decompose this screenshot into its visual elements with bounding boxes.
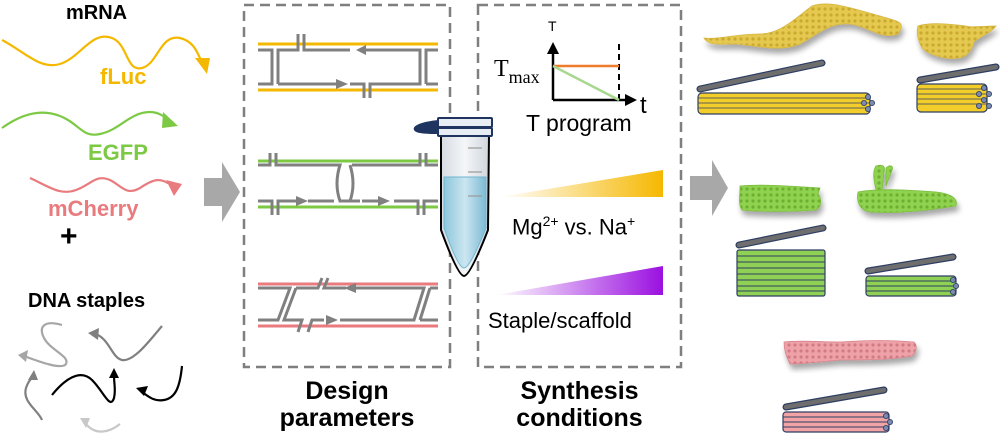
fluc-long-cylinder-model [696, 59, 876, 115]
egfp-mrna-strand [1, 110, 171, 136]
tube-cap-tab [413, 120, 440, 134]
mcherry-arrowhead-icon [166, 180, 182, 196]
na-charge: + [627, 213, 636, 229]
egfp-short-cylinder-model [864, 253, 960, 297]
time-axis-label: t [640, 92, 647, 119]
design-caption: Design parameters [244, 378, 450, 432]
mcherry-helix-bundle [783, 340, 917, 365]
x-axis-arrow-icon [625, 94, 637, 106]
tmax-main: T [494, 56, 509, 82]
tube-liquid [443, 176, 487, 269]
fluc-arrowhead-icon [195, 58, 210, 74]
mg-text: Mg [512, 214, 543, 240]
fluc-long-helix-bundle [703, 3, 902, 49]
tmax-sub: max [508, 67, 540, 87]
vs-na-text: vs. Na [558, 214, 627, 240]
fluc-mrna-strand [1, 35, 203, 70]
mg-vs-na-label: Mg2+ vs. Na+ [512, 213, 635, 240]
staple-scaffold-label: Staple/scaffold [488, 308, 632, 333]
staples-title: DNA staples [28, 290, 146, 312]
mcherry-label: mCherry [48, 196, 139, 221]
mrna-strands [1, 35, 210, 433]
egfp-label: EGFP [88, 140, 148, 165]
plus-sign: + [60, 220, 78, 253]
ramp-temperature-line [552, 64, 620, 102]
y-axis-arrow-icon [547, 42, 559, 54]
t-program-label: T program [526, 110, 632, 136]
egfp-tall-cylinder-model [735, 224, 827, 297]
fluc-compact-helix-bundle [916, 23, 997, 59]
fluc-compact-cylinder-model [916, 63, 1000, 113]
design-caption-line2: parameters [279, 404, 415, 432]
egfp-flat-helix-bundle [739, 184, 822, 212]
mg-charge: 2+ [542, 213, 559, 229]
mcherry-mrna-strand [29, 176, 173, 193]
mrna-title: mRNA [66, 2, 128, 24]
egfp-branched-helix-bundle [857, 164, 957, 213]
fluc-label: fLuc [100, 64, 147, 89]
t-axis-label: T [548, 18, 557, 34]
dna-staples [18, 322, 184, 433]
egfp-arrowhead-icon [162, 112, 178, 128]
tmax-label: Tmax [494, 56, 540, 87]
mcherry-cylinder-model [782, 386, 894, 433]
synthesis-caption-line2: conditions [516, 404, 643, 432]
synthesis-caption-line1: Synthesis [520, 377, 639, 405]
tube-rim [437, 127, 493, 137]
design-caption-line1: Design [305, 377, 389, 405]
synthesis-caption: Synthesis conditions [478, 378, 681, 432]
